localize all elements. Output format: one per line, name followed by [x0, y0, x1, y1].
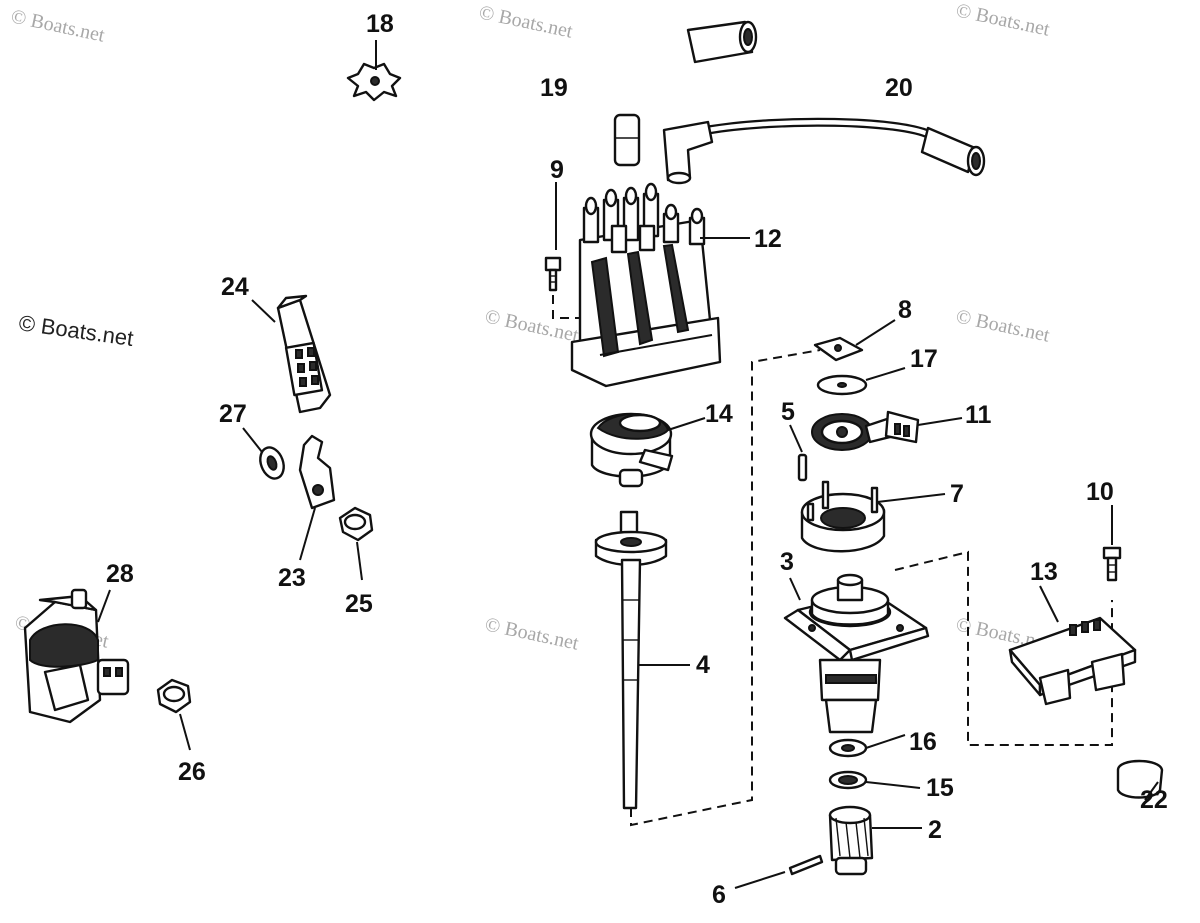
- part-2-gear: [828, 805, 922, 876]
- watermark: © Boats.net: [954, 0, 1052, 41]
- watermark: © Boats.net: [483, 613, 581, 654]
- watermark: © Boats.net: [17, 310, 135, 351]
- part-24-connector: [251, 294, 332, 414]
- part-7-pole-piece: [800, 480, 946, 553]
- callout-11: 11: [965, 401, 992, 429]
- callout-28: 28: [106, 560, 134, 588]
- callout-27: 27: [219, 400, 247, 428]
- watermark: © Boats.net: [9, 5, 107, 46]
- part-13-module: [1008, 585, 1137, 706]
- callout-2: 2: [928, 816, 942, 844]
- callout-14: 14: [705, 400, 733, 428]
- part-4-shaft: [594, 510, 690, 810]
- callout-23: 23: [278, 564, 306, 592]
- part-6-roll-pin: [734, 854, 824, 889]
- part-15-washer: [828, 770, 921, 790]
- callout-8: 8: [898, 296, 912, 324]
- watermark: © Boats.net: [477, 1, 575, 42]
- part-26-nut: [156, 678, 192, 751]
- callout-10: 10: [1086, 478, 1114, 506]
- callout-16: 16: [909, 728, 937, 756]
- part-11-pickup-coil: [811, 410, 963, 451]
- callout-12: 12: [754, 225, 782, 253]
- assembly-line-cap-bolt: [552, 280, 580, 319]
- callout-26: 26: [178, 758, 206, 786]
- part-23-bracket: [298, 434, 336, 561]
- callout-22: 22: [1140, 786, 1168, 814]
- part-16-washer: [828, 734, 906, 758]
- part-17-washer: [816, 367, 906, 396]
- part-9-bolt: [544, 182, 562, 292]
- part-20-plug-wire: [662, 117, 986, 185]
- callouts: 18 19 20 9 12 24 8 17 5 14 11 27 7 10 3 …: [106, 10, 1168, 909]
- assembly-line-module: [894, 550, 1113, 746]
- part-28-coil: [23, 588, 130, 724]
- callout-24: 24: [221, 273, 249, 301]
- part-8-gasket: [813, 319, 896, 362]
- callout-25: 25: [345, 590, 373, 618]
- callout-15: 15: [926, 774, 954, 802]
- callout-13: 13: [1030, 558, 1058, 586]
- part-12-distributor-cap: [570, 182, 750, 388]
- callout-7: 7: [950, 480, 964, 508]
- assembly-lines: [552, 280, 1113, 827]
- part-22-cover: [1116, 759, 1164, 801]
- watermark: © Boats.net: [954, 305, 1052, 346]
- callout-3: 3: [780, 548, 794, 576]
- callout-19: 19: [540, 74, 568, 102]
- part-14-rotor: [589, 412, 706, 488]
- part-25-nut: [338, 506, 374, 581]
- callout-9: 9: [550, 156, 564, 184]
- callout-18: 18: [366, 10, 394, 38]
- assembly-line-shaft: [630, 349, 821, 827]
- callout-5: 5: [781, 398, 795, 426]
- part-5-pin: [789, 424, 808, 482]
- watermark: © Boats.net: [483, 305, 581, 346]
- callout-4: 4: [696, 651, 710, 679]
- part-10-bolt: [1102, 505, 1122, 582]
- part-18-clip: [346, 40, 402, 102]
- part-3-housing: [783, 573, 930, 734]
- part-27-washer: [242, 427, 285, 480]
- callout-6: 6: [712, 881, 726, 909]
- callout-20: 20: [885, 74, 913, 102]
- part-19-plug-wire: [613, 20, 758, 167]
- callout-17: 17: [910, 345, 938, 373]
